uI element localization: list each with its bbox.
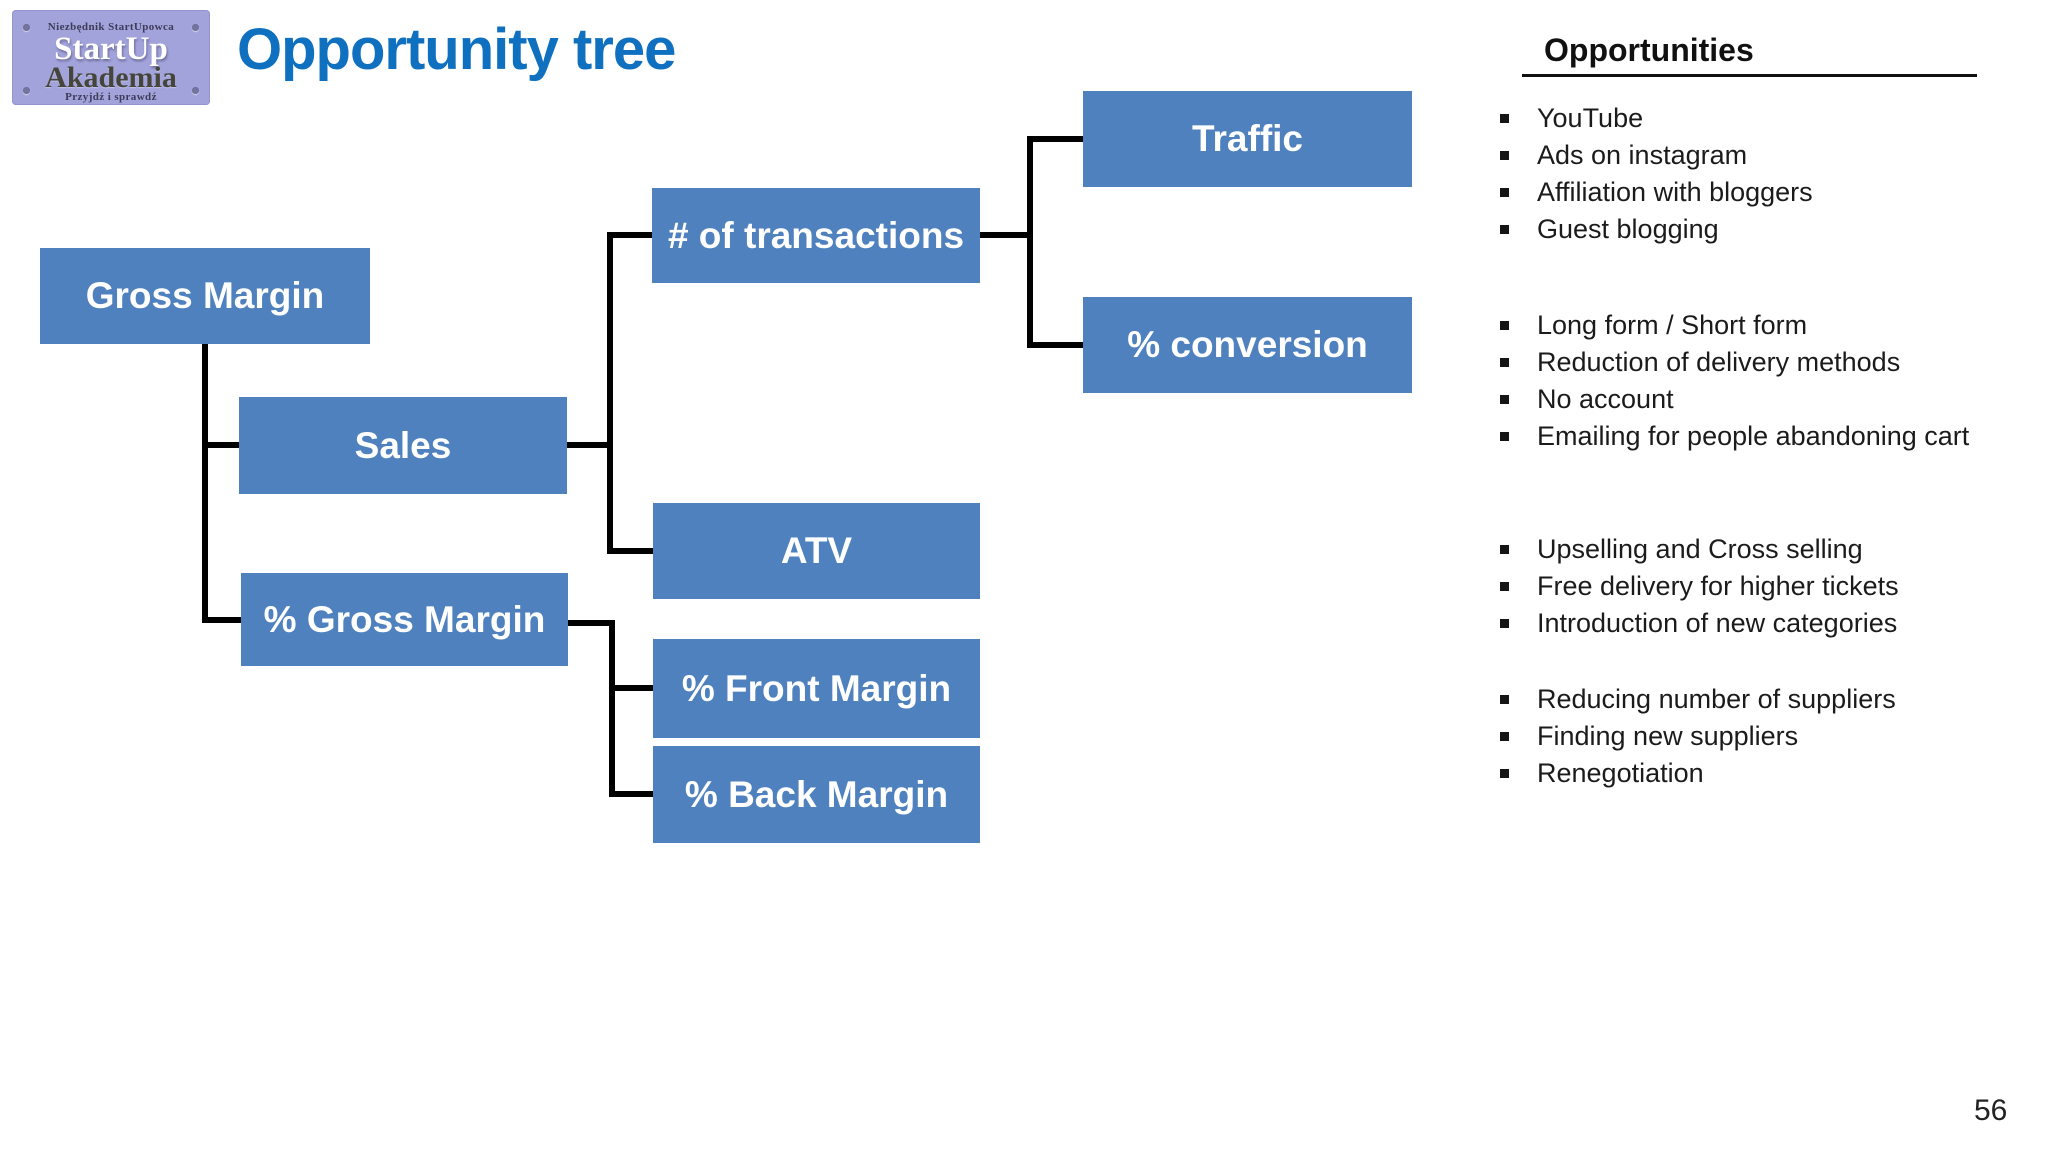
logo-name-line2: Akademia xyxy=(45,61,177,94)
tree-node-label: # of transactions xyxy=(667,214,965,256)
opportunity-text: YouTube xyxy=(1537,103,1644,133)
screw-icon xyxy=(23,24,30,31)
tree-node-label: % conversion xyxy=(1127,324,1368,365)
connector-line xyxy=(202,344,208,623)
list-item: Renegotiation xyxy=(1500,755,2020,792)
opportunity-text: Free delivery for higher tickets xyxy=(1537,571,1899,601)
opportunity-group-atv: Upselling and Cross selling Free deliver… xyxy=(1500,531,2020,642)
opportunity-text: Finding new suppliers xyxy=(1537,721,1799,751)
opportunity-text: Reducing number of suppliers xyxy=(1537,684,1896,714)
opportunity-text: Guest blogging xyxy=(1537,214,1719,244)
connector-line xyxy=(202,617,246,623)
square-bullet-icon xyxy=(1500,114,1509,123)
list-item: Reducing number of suppliers xyxy=(1500,681,2020,718)
opportunities-header: Opportunities xyxy=(1522,32,1977,77)
opportunity-text: Upselling and Cross selling xyxy=(1537,534,1863,564)
connector-line xyxy=(607,232,613,554)
list-item: YouTube xyxy=(1500,100,2020,137)
tree-node-pct-back-margin: % Back Margin xyxy=(653,746,980,843)
opportunity-text: Emailing for people abandoning cart xyxy=(1537,421,1970,451)
connector-line xyxy=(1027,342,1085,348)
opportunity-text: No account xyxy=(1537,384,1674,414)
connector-line xyxy=(978,232,1033,238)
tree-node-sales: Sales xyxy=(239,397,567,494)
list-item: Finding new suppliers xyxy=(1500,718,2020,755)
screw-icon xyxy=(23,87,30,94)
square-bullet-icon xyxy=(1500,545,1509,554)
list-item: Reduction of delivery methods xyxy=(1500,344,2020,381)
opportunity-text: Renegotiation xyxy=(1537,758,1704,788)
connector-line xyxy=(607,232,655,238)
square-bullet-icon xyxy=(1500,188,1509,197)
connector-line xyxy=(1027,136,1085,142)
logo-tagline-top: Niezbędnik StartUpowca xyxy=(47,21,175,33)
tree-node-label: Gross Margin xyxy=(85,275,325,316)
list-item: Upselling and Cross selling xyxy=(1500,531,2020,568)
square-bullet-icon xyxy=(1500,225,1509,234)
list-item: Guest blogging xyxy=(1500,211,2020,248)
connector-line xyxy=(202,442,244,448)
tree-node-pct-gross-margin: % Gross Margin xyxy=(241,573,568,666)
logo-name-line1: StartUp xyxy=(54,31,168,67)
square-bullet-icon xyxy=(1500,395,1509,404)
tree-node-pct-front-margin: % Front Margin xyxy=(653,639,980,738)
opportunity-group-traffic: YouTube Ads on instagram Affiliation wit… xyxy=(1500,100,2020,248)
page-number: 56 xyxy=(1974,1094,2008,1127)
square-bullet-icon xyxy=(1500,732,1509,741)
list-item: Ads on instagram xyxy=(1500,137,2020,174)
tree-node-pct-conversion: % conversion xyxy=(1083,297,1412,393)
opportunity-text: Reduction of delivery methods xyxy=(1537,347,1901,377)
tree-node-label: ATV xyxy=(780,530,853,571)
tree-node-gross-margin: Gross Margin xyxy=(40,248,370,344)
opportunity-text: Affiliation with bloggers xyxy=(1537,177,1813,207)
square-bullet-icon xyxy=(1500,432,1509,441)
list-item: Long form / Short form xyxy=(1500,307,2020,344)
opportunities-title: Opportunities xyxy=(1544,32,1754,68)
connector-line xyxy=(609,620,615,797)
slide-title: Opportunity tree xyxy=(237,17,676,82)
list-item: Emailing for people abandoning cart xyxy=(1500,418,2020,455)
opportunity-group-margins: Reducing number of suppliers Finding new… xyxy=(1500,681,2020,792)
list-item: Introduction of new categories xyxy=(1500,605,2020,642)
screw-icon xyxy=(192,87,199,94)
tree-node-atv: ATV xyxy=(653,503,980,599)
opportunity-text: Ads on instagram xyxy=(1537,140,1748,170)
opportunity-text: Introduction of new categories xyxy=(1537,608,1898,638)
square-bullet-icon xyxy=(1500,619,1509,628)
connector-line xyxy=(1027,136,1033,348)
tree-node-label: % Back Margin xyxy=(684,773,949,815)
tree-node-label: Sales xyxy=(354,424,452,466)
list-item: No account xyxy=(1500,381,2020,418)
connector-line xyxy=(609,791,655,797)
square-bullet-icon xyxy=(1500,321,1509,330)
square-bullet-icon xyxy=(1500,358,1509,367)
tree-node-traffic: Traffic xyxy=(1083,91,1412,187)
tree-node-label: % Gross Margin xyxy=(263,598,546,640)
square-bullet-icon xyxy=(1500,769,1509,778)
tree-node-num-transactions: # of transactions xyxy=(652,188,980,283)
list-item: Affiliation with bloggers xyxy=(1500,174,2020,211)
startup-akademia-logo: Niezbędnik StartUpowca StartUp Akademia … xyxy=(12,10,210,105)
connector-line xyxy=(565,442,613,448)
tree-node-label: % Front Margin xyxy=(681,667,952,709)
square-bullet-icon xyxy=(1500,582,1509,591)
logo-tagline-bottom: Przyjdź i sprawdź xyxy=(65,91,157,103)
connector-line xyxy=(609,685,655,691)
connector-line xyxy=(607,548,656,554)
tree-node-label: Traffic xyxy=(1191,118,1304,159)
screw-icon xyxy=(192,24,199,31)
connector-line xyxy=(566,620,615,626)
opportunity-group-conversion: Long form / Short form Reduction of deli… xyxy=(1500,307,2020,455)
square-bullet-icon xyxy=(1500,151,1509,160)
opportunity-text: Long form / Short form xyxy=(1537,310,1808,340)
list-item: Free delivery for higher tickets xyxy=(1500,568,2020,605)
square-bullet-icon xyxy=(1500,695,1509,704)
